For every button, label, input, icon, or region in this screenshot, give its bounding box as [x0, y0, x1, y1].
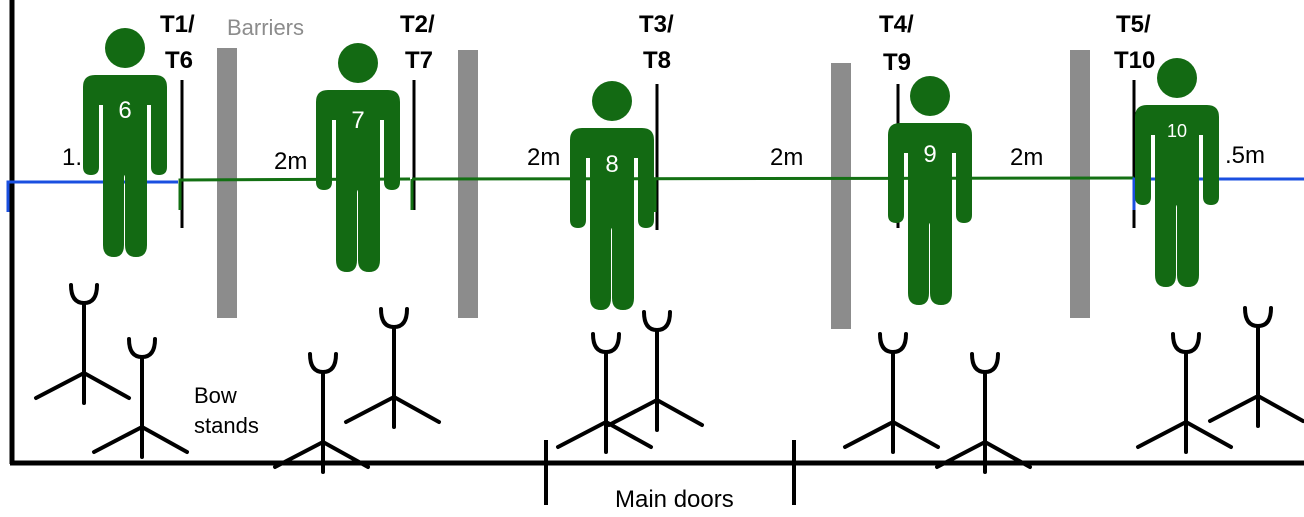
person-icon — [1135, 58, 1219, 287]
barrier — [1070, 50, 1090, 318]
bow-stands-label-line1: Bow — [194, 383, 237, 408]
person-icon — [316, 43, 400, 272]
main-doors-label: Main doors — [615, 486, 734, 513]
distance-label-5: 2m — [1010, 144, 1043, 171]
target-label-5: T5/ T10 — [1114, 11, 1155, 74]
barriers — [217, 48, 1090, 329]
archer-9: 9 — [888, 76, 972, 305]
bow-stand-icon — [843, 332, 940, 454]
archer-number: 10 — [1167, 121, 1187, 141]
target-label-1: T1/ T6 — [160, 11, 195, 74]
bow-stand-icon — [344, 307, 441, 429]
target-label-2: T2/ T7 — [400, 11, 435, 74]
bow-stand-icon — [273, 352, 370, 474]
bow-stand-icon — [1208, 306, 1304, 428]
barrier — [217, 48, 237, 318]
bow-stand-icon — [1136, 332, 1233, 454]
bow-stand-icon — [92, 337, 189, 459]
archer-number: 7 — [351, 107, 364, 134]
shooting-line — [6, 176, 1304, 212]
bow-stand-icon — [935, 352, 1032, 474]
person-icon — [888, 76, 972, 305]
person-icon — [83, 28, 167, 257]
target-label-4: T4/ T9 — [879, 11, 914, 76]
target-label-bottom: T7 — [405, 47, 433, 74]
line-segment-green — [178, 177, 411, 210]
barriers-label: Barriers — [227, 15, 304, 40]
end-line-left — [6, 180, 178, 212]
bow-stand-icon — [34, 283, 131, 405]
bow-stand-icon — [556, 332, 653, 454]
barrier — [831, 63, 851, 329]
target-label-bottom: T6 — [165, 47, 193, 74]
target-label-top: T1/ — [160, 11, 195, 38]
archer-10: 10 — [1135, 58, 1219, 287]
archer-6: 6 — [83, 28, 167, 257]
end-line-right — [1132, 177, 1304, 210]
distance-label-2: 2m — [274, 148, 307, 175]
target-label-top: T2/ — [400, 11, 435, 38]
archer-number: 9 — [923, 141, 936, 168]
distance-label-6: .5m — [1225, 142, 1265, 169]
target-label-bottom: T9 — [883, 49, 911, 76]
distance-label-3: 2m — [527, 144, 560, 171]
archer-8: 8 — [570, 81, 654, 310]
archer-7: 7 — [316, 43, 400, 272]
bow-stand-icon — [607, 310, 704, 432]
target-label-top: T5/ — [1116, 11, 1151, 38]
distance-label-4: 2m — [770, 144, 803, 171]
target-label-top: T4/ — [879, 11, 914, 38]
person-icon — [570, 81, 654, 310]
bow-stands-label: Bow stands — [194, 383, 259, 438]
target-label-top: T3/ — [639, 11, 674, 38]
archer-number: 6 — [118, 97, 131, 124]
target-label-bottom: T10 — [1114, 47, 1155, 74]
target-label-bottom: T8 — [643, 47, 671, 74]
target-label-3: T3/ T8 — [639, 11, 674, 74]
line-segment-green — [411, 176, 1135, 181]
archer-number: 8 — [605, 151, 618, 178]
barrier — [458, 50, 478, 318]
bow-stands-label-line2: stands — [194, 413, 259, 438]
